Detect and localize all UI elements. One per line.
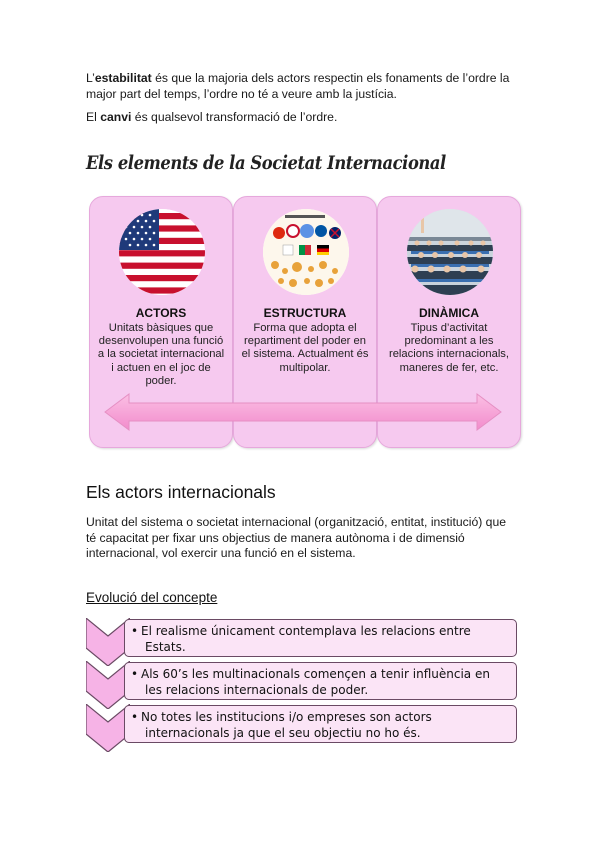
- change-term: canvi: [100, 110, 132, 124]
- change-paragraph: El canvi és qualsevol transformació de l…: [86, 110, 526, 126]
- stability-term: estabilitat: [94, 71, 152, 85]
- evolution-item-line1: Als 60’s les multinacionals començen a t…: [141, 667, 490, 681]
- evolution-heading: Evolució del concepte: [86, 590, 218, 605]
- double-arrow-icon: [103, 392, 503, 432]
- usa-flag-icon: [119, 209, 205, 295]
- world-flags-map-icon: [263, 209, 349, 295]
- evolution-item: •No totes les institucions i/o empreses …: [124, 705, 517, 743]
- chevron-icon: [86, 661, 130, 709]
- evolution-item: •Als 60’s les multinacionals començen a …: [124, 662, 517, 700]
- p2-prefix: El: [86, 110, 101, 124]
- bullet-icon: •: [131, 710, 139, 724]
- evolution-item-line2: internacionals ja que el seu objectiu no…: [145, 726, 421, 740]
- card-desc-dynamics: Tipus d’activitat predominant a les rela…: [388, 322, 510, 374]
- p2-rest: és qualsevol transformació de l’ordre.: [131, 110, 338, 124]
- card-title-dynamics: DINÀMICA: [419, 306, 479, 320]
- card-desc-structure: Forma que adopta el repartiment del pode…: [241, 322, 369, 374]
- evolution-item-line1: No totes les institucions i/o empreses s…: [141, 710, 432, 724]
- bullet-icon: •: [131, 667, 139, 681]
- stability-paragraph: L’estabilitat és que la majoria dels act…: [86, 71, 526, 102]
- bullet-icon: •: [131, 624, 139, 638]
- p1-rest: és que la majoria dels actors respectin …: [86, 71, 510, 101]
- p1-prefix: L’: [86, 71, 95, 85]
- evolution-item-line2: Estats.: [145, 640, 186, 654]
- elements-heading: Els elements de la Societat Internaciona…: [86, 152, 446, 174]
- actors-definition: Unitat del sistema o societat internacio…: [86, 515, 507, 560]
- evolution-item-line2: les relacions internacionals de poder.: [145, 683, 369, 697]
- actors-heading: Els actors internacionals: [86, 482, 276, 502]
- card-title-structure: ESTRUCTURA: [263, 306, 347, 320]
- card-desc-actors: Unitats bàsiques que desenvolupen una fu…: [97, 322, 225, 387]
- evolution-item: •El realisme únicament contemplava les r…: [124, 619, 517, 657]
- evolution-item-line1: El realisme únicament contemplava les re…: [141, 624, 471, 638]
- chevron-icon: [86, 618, 130, 666]
- chevron-icon: [86, 704, 130, 752]
- card-title-actors: ACTORS: [135, 306, 187, 320]
- parliament-assembly-icon: [407, 209, 493, 295]
